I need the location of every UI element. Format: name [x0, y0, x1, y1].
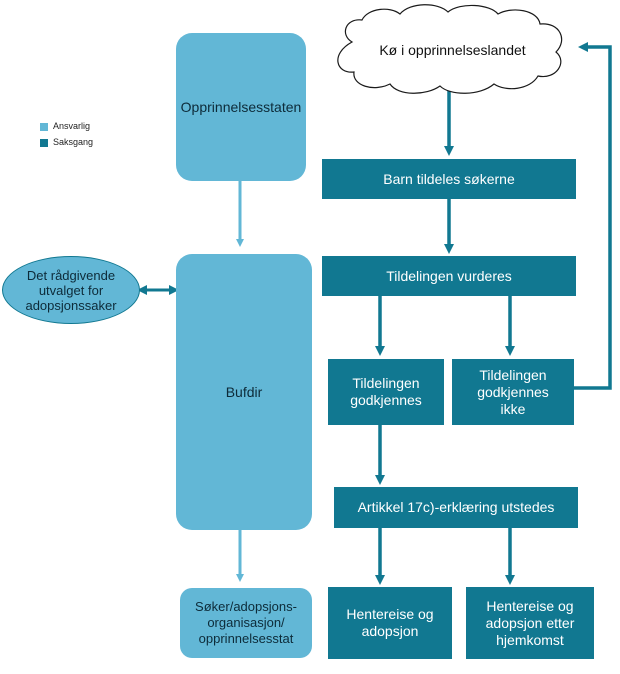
box-opprinnelsesstaten: Opprinnelsesstaten — [176, 33, 306, 181]
box-artikkel-label: Artikkel 17c)-erklæring utstedes — [357, 499, 555, 515]
box-bufdir: Bufdir — [176, 254, 312, 530]
cloud-ko-label: Kø i opprinnelseslandet — [379, 41, 526, 58]
box-soker: Søker/adopsjons- organisasjon/ opprinnel… — [180, 588, 312, 658]
legend-swatch-ansvarlig — [40, 123, 48, 131]
box-artikkel: Artikkel 17c)-erklæring utstedes — [334, 487, 578, 528]
box-barn-tildeles-label: Barn tildeles søkerne — [383, 170, 515, 187]
box-soker-label: Søker/adopsjons- organisasjon/ opprinnel… — [195, 599, 297, 646]
box-hentereise-etter-label: Hentereise og adopsjon etter hjemkomst — [485, 597, 575, 648]
box-tildelingen-vurderes: Tildelingen vurderes — [322, 256, 576, 296]
cloud-ko-label-box: Kø i opprinnelseslandet — [345, 30, 560, 70]
ellipse-utvalget-label: Det rådgivende utvalget for adopsjonssak… — [25, 267, 117, 313]
box-barn-tildeles: Barn tildeles søkerne — [322, 159, 576, 199]
legend-label-saksgang: Saksgang — [53, 137, 94, 147]
box-hentereise: Hentereise og adopsjon — [328, 587, 452, 659]
box-godkjennes-label: Tildelingen godkjennes — [350, 375, 422, 408]
box-tildelingen-vurderes-label: Tildelingen vurderes — [386, 267, 512, 284]
box-bufdir-label: Bufdir — [225, 383, 263, 400]
box-hentereise-etter: Hentereise og adopsjon etter hjemkomst — [466, 587, 594, 659]
legend-swatch-saksgang — [40, 139, 48, 147]
arrow-godkjennes-ikke-ko — [574, 42, 612, 390]
legend-label-ansvarlig: Ansvarlig — [53, 121, 91, 131]
ellipse-utvalget: Det rådgivende utvalget for adopsjonssak… — [2, 256, 140, 324]
box-godkjennes: Tildelingen godkjennes — [328, 359, 444, 425]
box-opprinnelsesstaten-label: Opprinnelsesstaten — [180, 98, 302, 115]
box-godkjennes-ikke-label: Tildelingen godkjennes ikke — [477, 366, 549, 417]
cloud-shape — [337, 4, 563, 94]
box-hentereise-label: Hentereise og adopsjon — [346, 606, 434, 639]
box-godkjennes-ikke: Tildelingen godkjennes ikke — [452, 359, 574, 425]
